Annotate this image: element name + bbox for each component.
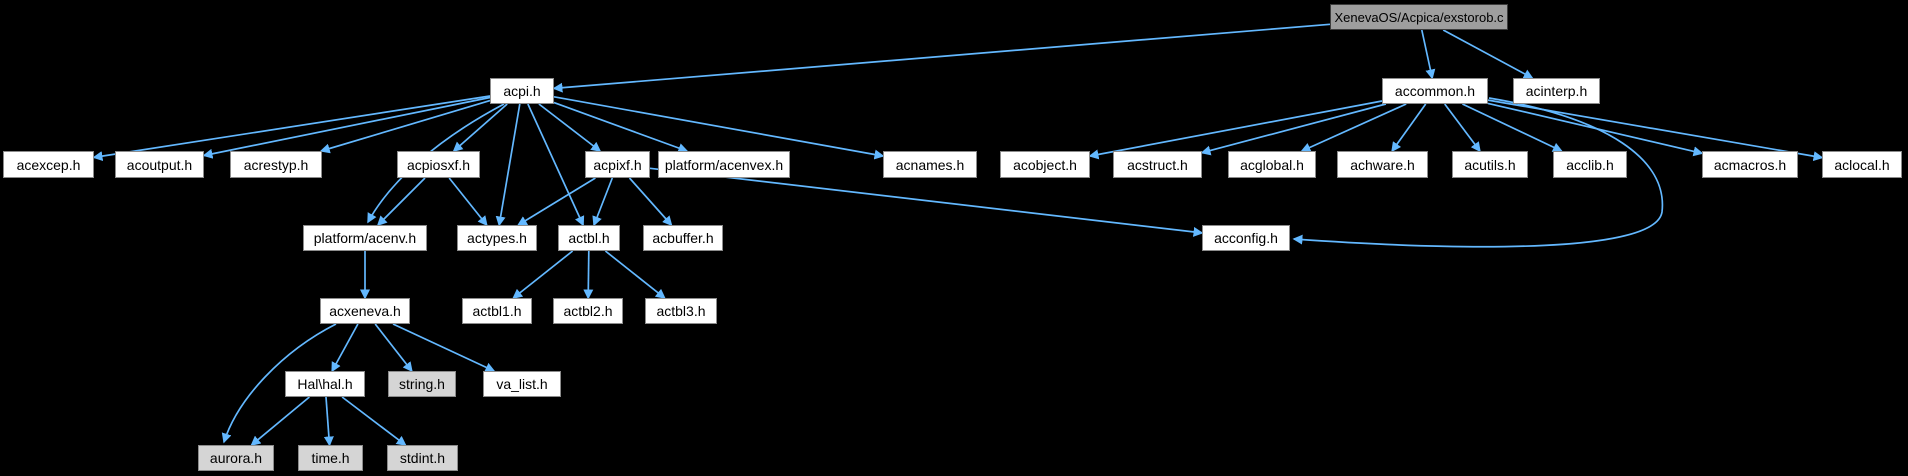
edge-acpi.h-to-acnames.h xyxy=(553,95,885,160)
edge-exstorob.c-to-acpi.h xyxy=(552,23,1331,93)
graph-node-acclib-h[interactable]: acclib.h xyxy=(1553,151,1627,178)
edge-acpi.h-to-acexcep.h xyxy=(92,95,491,162)
graph-node-acinterp-h[interactable]: acinterp.h xyxy=(1513,78,1600,104)
graph-node-platform-acenv-h[interactable]: platform/acenv.h xyxy=(303,225,427,251)
edge-acpixf.h-to-acconfig.h xyxy=(649,167,1204,237)
graph-node-acpi-h[interactable]: acpi.h xyxy=(490,78,554,104)
graph-node-acmacros-h[interactable]: acmacros.h xyxy=(1702,151,1798,178)
edge-acpi.h-to-actbl.h xyxy=(527,103,585,227)
graph-node-platform-acenvex-h[interactable]: platform/acenvex.h xyxy=(658,151,790,178)
graph-edges xyxy=(92,23,1824,447)
edge-acxeneva.h-to-string.h xyxy=(374,323,413,373)
edge-acxeneva.h-to-va_list.h xyxy=(392,323,496,372)
edge-actbl.h-to-actbl2.h xyxy=(583,250,594,300)
edge-accommon.h-to-achware.h xyxy=(1391,103,1427,153)
graph-node-acpixf-h[interactable]: acpixf.h xyxy=(585,151,650,178)
graph-node-exstorob-c: XenevaOS/Acpica/exstorob.c xyxy=(1330,4,1508,30)
graph-node-string-h: string.h xyxy=(388,371,456,397)
edge-actbl.h-to-actbl1.h xyxy=(512,250,574,299)
graph-node-hal-hal-h[interactable]: Hal\hal.h xyxy=(285,371,365,397)
edge-acpi.h-to-actypes.h xyxy=(495,103,521,227)
edge-actbl.h-to-actbl3.h xyxy=(604,250,666,299)
edge-acpixf.h-to-acbuffer.h xyxy=(628,177,673,227)
edge-accommon.h-to-acglobal.h xyxy=(1300,103,1407,153)
graph-node-acxeneva-h[interactable]: acxeneva.h xyxy=(320,298,410,324)
edge-Hal/hal.h-to-aurora.h xyxy=(250,396,310,446)
edge-exstorob.c-to-accommon.h xyxy=(1420,29,1436,80)
edge-accommon.h-to-acutils.h xyxy=(1444,103,1481,153)
graph-node-va-list-h[interactable]: va_list.h xyxy=(483,371,561,397)
edge-accommon.h-to-acconfig.h xyxy=(1292,97,1664,248)
graph-node-acconfig-h[interactable]: acconfig.h xyxy=(1202,225,1290,251)
edge-acpi.h-to-acpixf.h xyxy=(538,103,602,152)
graph-node-actbl3-h[interactable]: actbl3.h xyxy=(645,298,717,324)
edge-acpiosxf.h-to-actypes.h xyxy=(448,177,488,227)
graph-node-accommon-h[interactable]: accommon.h xyxy=(1382,78,1488,104)
graph-node-acbuffer-h[interactable]: acbuffer.h xyxy=(643,225,723,251)
edge-acpi.h-to-acrestyp.h xyxy=(319,99,491,154)
graph-node-acexcep-h[interactable]: acexcep.h xyxy=(3,151,94,178)
edge-accommon.h-to-acstruct.h xyxy=(1200,103,1387,156)
edge-acxeneva.h-to-aurora.h xyxy=(221,323,337,444)
graph-node-acstruct-h[interactable]: acstruct.h xyxy=(1113,151,1202,178)
edge-accommon.h-to-acclib.h xyxy=(1462,103,1563,152)
edge-accommon.h-to-acobject.h xyxy=(1088,100,1383,160)
graph-node-acoutput-h[interactable]: acoutput.h xyxy=(115,151,204,178)
graph-node-acnames-h[interactable]: acnames.h xyxy=(883,151,977,178)
edge-acpi.h-to-platform/acenvex.h xyxy=(553,101,689,153)
edge-acpixf.h-to-actypes.h xyxy=(517,177,596,226)
edge-acpi.h-to-acpiosxf.h xyxy=(452,103,508,152)
graph-node-aurora-h: aurora.h xyxy=(198,445,274,471)
edge-Hal/hal.h-to-stdint.h xyxy=(341,396,407,446)
graph-node-actypes-h[interactable]: actypes.h xyxy=(457,225,537,251)
graph-node-acutils-h[interactable]: acutils.h xyxy=(1452,151,1528,178)
graph-node-acobject-h[interactable]: acobject.h xyxy=(1000,151,1090,178)
edge-Hal/hal.h-to-time.h xyxy=(323,396,334,447)
graph-node-actbl-h[interactable]: actbl.h xyxy=(558,225,620,251)
edge-acpi.h-to-acoutput.h xyxy=(202,96,491,159)
graph-node-acpiosxf-h[interactable]: acpiosxf.h xyxy=(397,151,480,178)
graph-node-actbl1-h[interactable]: actbl1.h xyxy=(462,298,532,324)
graph-node-acrestyp-h[interactable]: acrestyp.h xyxy=(230,151,322,178)
graph-node-actbl2-h[interactable]: actbl2.h xyxy=(553,298,623,324)
graph-node-stdint-h: stdint.h xyxy=(387,445,458,471)
edge-exstorob.c-to-acinterp.h xyxy=(1442,29,1534,79)
edge-acpiosxf.h-to-platform/acenv.h xyxy=(376,177,426,227)
graph-node-acglobal-h[interactable]: acglobal.h xyxy=(1228,151,1316,178)
edge-acxeneva.h-to-Hal/hal.h xyxy=(331,323,359,373)
edge-acpixf.h-to-actbl.h xyxy=(592,177,614,227)
graph-node-aclocal-h[interactable]: aclocal.h xyxy=(1822,151,1902,178)
graph-node-time-h: time.h xyxy=(298,445,363,471)
graph-node-achware-h[interactable]: achware.h xyxy=(1337,151,1428,178)
